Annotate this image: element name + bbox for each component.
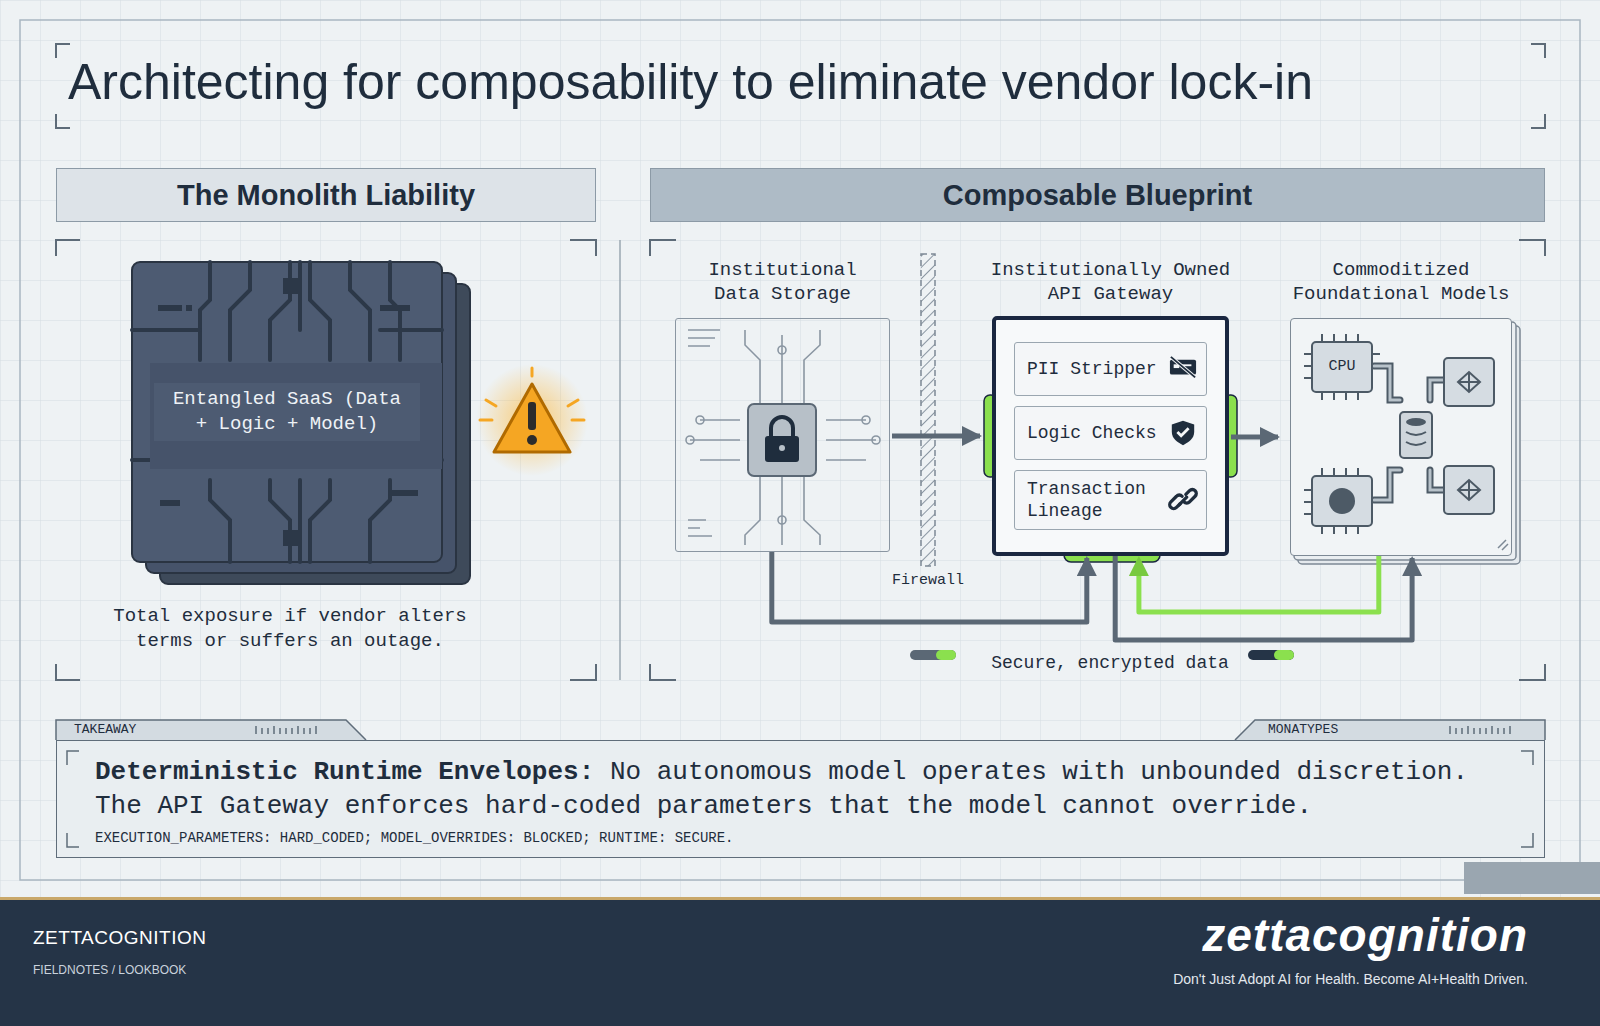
step-icon [1168,419,1198,447]
gateway-step: Transaction Lineage [1014,470,1207,530]
caption-note: Total exposure if vendor alters terms or… [110,604,470,654]
flow-label: Secure, encrypted data [960,652,1260,674]
box-frame [1290,318,1512,556]
storage-node: Institutional Data Storage [675,258,890,552]
box-frame [675,318,890,552]
flow-connector [1139,556,1379,612]
takeaway-code: EXECUTION_PARAMETERS: HARD_CODED; MODEL_… [95,829,734,847]
firewall-label: Firewall [888,572,968,590]
gateway-step: Logic Checks [1014,406,1207,460]
tagline: Don't Just Adopt AI for Health. Become A… [1173,970,1528,988]
section-header: The Monolith Liability [56,168,596,222]
brand-logo: zettacognition [1202,908,1528,962]
box-label: Entangled SaaS (Data + Logic + Model) [154,383,420,441]
header-text: The Monolith Liability [177,179,475,212]
tab-label: MONATYPES [1268,722,1338,738]
step-label: Transaction Lineage [1027,478,1157,522]
breadcrumb: FIELDNOTES / LOOKBOOK [33,962,186,978]
footer-band: ZETTACOGNITION FIELDNOTES / LOOKBOOK zetta… [0,897,1600,1026]
flow-connector [1231,435,1278,440]
step-label: Logic Checks [1027,422,1157,444]
flow-connector [892,434,980,439]
step-icon [1168,355,1198,383]
chip-label: CPU [1322,358,1362,375]
flow-connector [1115,556,1412,640]
node-heading: Institutionally Owned API Gateway [976,258,1246,306]
brand-name: ZETTACOGNITION [33,926,206,950]
takeaway-lead: Deterministic Runtime Envelopes: [95,757,594,787]
page-title: Architecting for composability to elimin… [68,52,1538,112]
header-text: Composable Blueprint [943,179,1252,212]
monolith-box: Entangled SaaS (Data + Logic + Model) [132,262,442,562]
step-label: PII Stripper [1027,358,1157,380]
step-icon [1168,486,1198,514]
node-heading: Commoditized Foundational Models [1276,258,1526,306]
flow-connector [772,552,1087,622]
takeaway-text: Deterministic Runtime Envelopes:No auton… [95,755,1495,823]
gateway-step: PII Stripper [1014,342,1207,396]
gateway-node: Institutionally Owned API GatewayPII Str… [992,258,1229,556]
takeaway-box: Deterministic Runtime Envelopes:No auton… [56,740,1545,858]
models-node: Commoditized Foundational Models [1290,258,1512,556]
section-header: Composable Blueprint [650,168,1545,222]
node-heading: Institutional Data Storage [683,258,883,306]
tab-label: TAKEAWAY [74,722,136,738]
